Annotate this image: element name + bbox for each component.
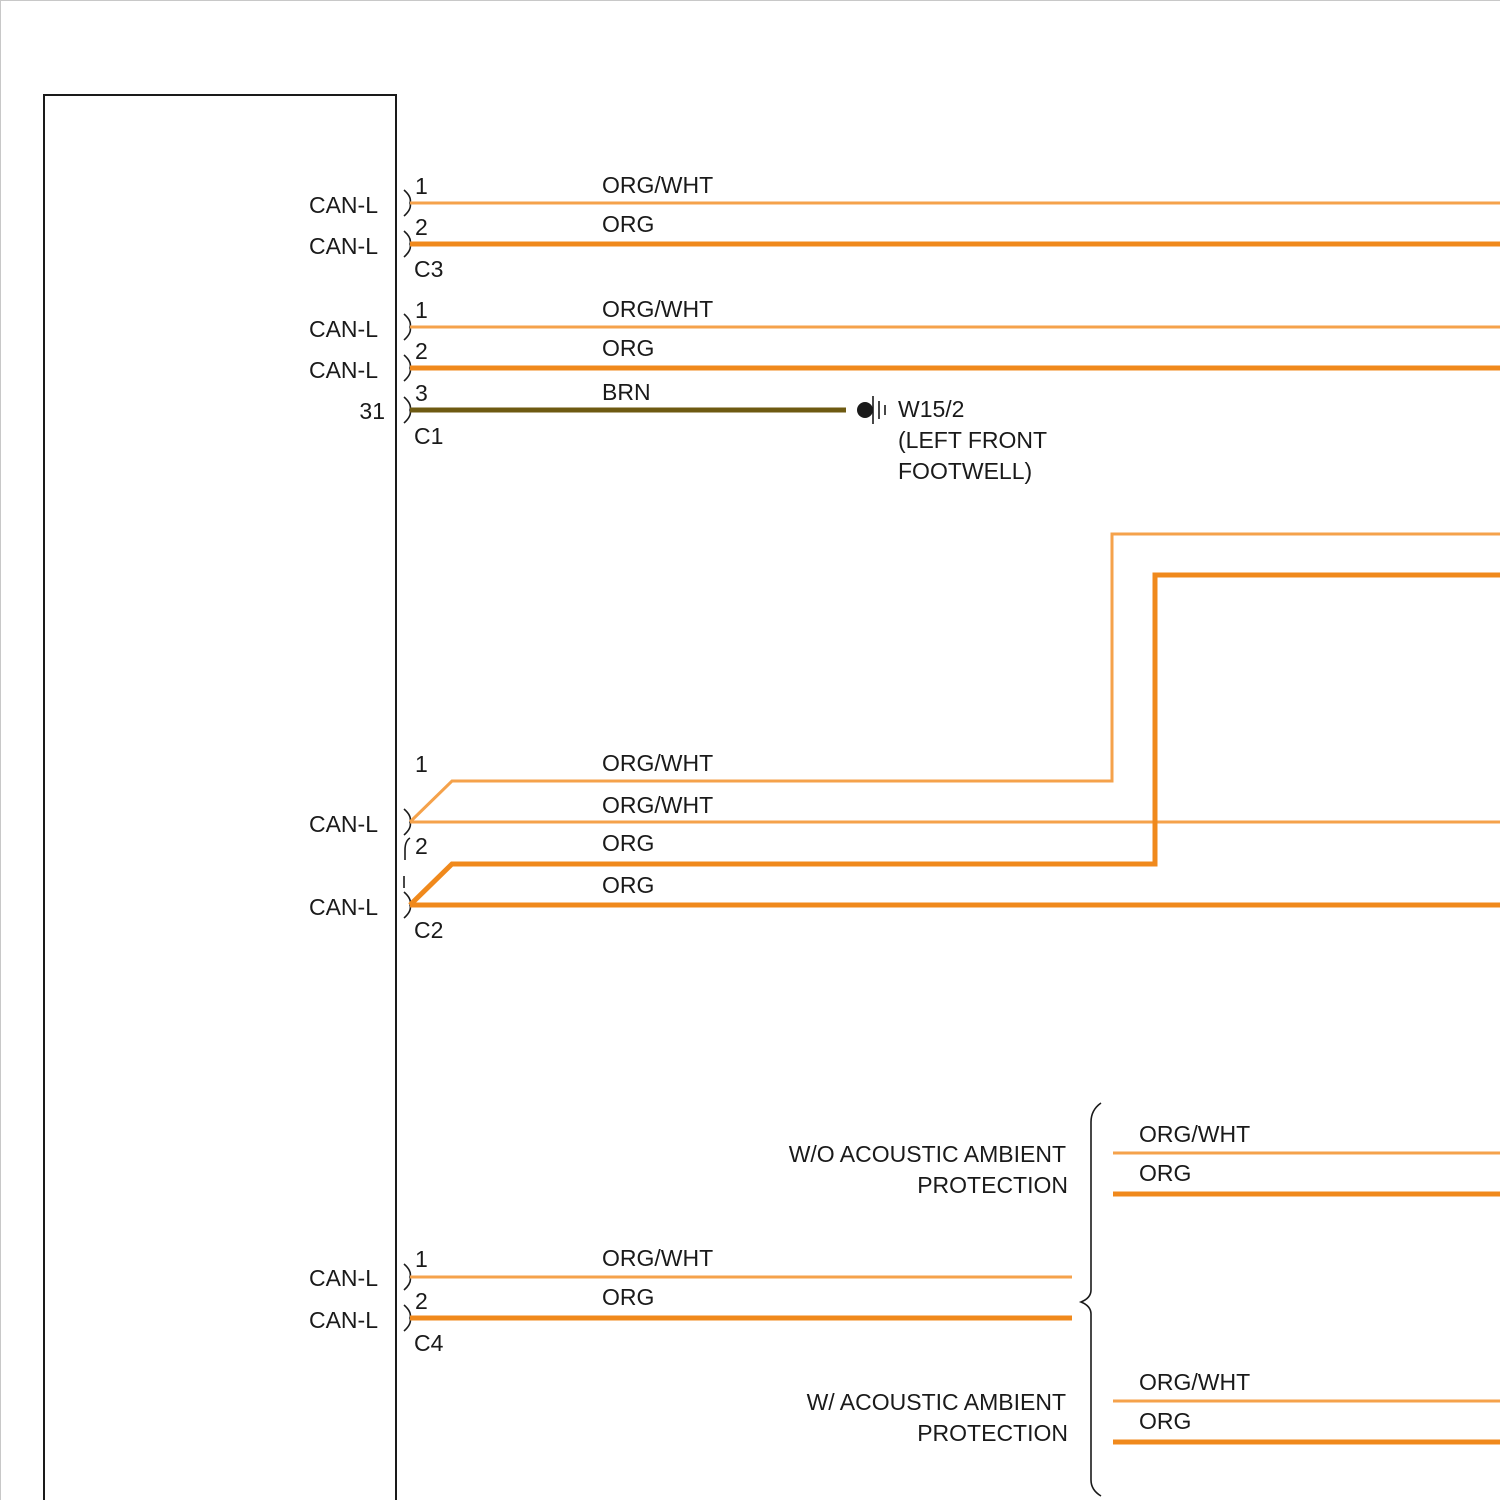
connector-pin-mark — [404, 1264, 410, 1290]
wire-color-label: ORG — [602, 211, 654, 237]
connector-pin-mark — [404, 190, 410, 216]
variant-label: W/O ACOUSTIC AMBIENT — [789, 1141, 1066, 1167]
pin-signal-label: CAN-L — [309, 811, 378, 837]
variant-without-acoustic-protection: W/O ACOUSTIC AMBIENT PROTECTION ORG/WHT … — [789, 1121, 1500, 1198]
wire-color-label: ORG/WHT — [1139, 1121, 1250, 1147]
wire-color-label: ORG/WHT — [602, 172, 713, 198]
pin-signal-label: CAN-L — [309, 233, 378, 259]
connector-c1: CAN-L CAN-L 31 1 2 3 C1 ORG/WHT ORG BRN … — [309, 296, 1500, 484]
ground-id: W15/2 — [898, 396, 964, 422]
wire-color-label: ORG — [602, 1284, 654, 1310]
connector-pin-mark — [404, 809, 410, 835]
connector-pin-mark — [404, 231, 410, 257]
pin-signal-label: CAN-L — [309, 894, 378, 920]
ground-location: (LEFT FRONT — [898, 427, 1047, 453]
wire-color-label: ORG/WHT — [602, 792, 713, 818]
pin-number: 1 — [415, 297, 428, 323]
option-brace — [1081, 1103, 1101, 1496]
connector-pin-mark — [404, 314, 410, 340]
pin-signal-label: CAN-L — [309, 316, 378, 342]
wire-color-label: ORG/WHT — [1139, 1369, 1250, 1395]
pin-number: 2 — [415, 833, 428, 859]
connector-id: C3 — [414, 256, 443, 282]
wire-color-label: ORG — [1139, 1408, 1191, 1434]
connector-c3: CAN-L CAN-L 1 2 C3 ORG/WHT ORG — [309, 172, 1500, 282]
pin-number: 2 — [415, 1288, 428, 1314]
ground-icon — [857, 396, 885, 424]
wire-color-label: ORG — [602, 830, 654, 856]
pin-number: 1 — [415, 1246, 428, 1272]
variant-label: W/ ACOUSTIC AMBIENT — [807, 1389, 1066, 1415]
pin-number: 1 — [415, 751, 428, 777]
wire-color-label: ORG/WHT — [602, 296, 713, 322]
connector-pin-mark — [404, 355, 410, 381]
connector-id: C1 — [414, 423, 443, 449]
wire-color-label: BRN — [602, 379, 651, 405]
connector-c4: CAN-L CAN-L 1 2 C4 ORG/WHT ORG — [309, 1245, 1072, 1356]
wire-color-label: ORG/WHT — [602, 1245, 713, 1271]
wire-color-label: ORG — [602, 872, 654, 898]
connector-pin-mark — [405, 838, 410, 860]
ground-location: FOOTWELL) — [898, 458, 1032, 484]
connector-pin-mark — [404, 892, 410, 918]
wire-color-label: ORG — [1139, 1160, 1191, 1186]
pin-signal-label: CAN-L — [309, 1265, 378, 1291]
variant-label: PROTECTION — [917, 1172, 1068, 1198]
wire-color-label: ORG — [602, 335, 654, 361]
pin-number: 3 — [415, 380, 428, 406]
pin-signal-label: CAN-L — [309, 192, 378, 218]
connector-id: C2 — [414, 917, 443, 943]
pin-number: 2 — [415, 338, 428, 364]
pin-signal-label: CAN-L — [309, 1307, 378, 1333]
variant-label: PROTECTION — [917, 1420, 1068, 1446]
pin-number: 2 — [415, 214, 428, 240]
connector-c2: CAN-L CAN-L 1 2 C2 ORG/WHT ORG/WHT ORG O… — [309, 534, 1500, 943]
variant-with-acoustic-protection: W/ ACOUSTIC AMBIENT PROTECTION ORG/WHT O… — [807, 1369, 1500, 1446]
wire-color-label: ORG/WHT — [602, 750, 713, 776]
connector-id: C4 — [414, 1330, 444, 1356]
pin-signal-label: 31 — [359, 398, 385, 424]
connector-pin-mark — [404, 1305, 410, 1331]
pin-signal-label: CAN-L — [309, 357, 378, 383]
wire-org — [410, 575, 1500, 905]
pin-number: 1 — [415, 173, 428, 199]
connector-pin-mark — [404, 397, 410, 423]
